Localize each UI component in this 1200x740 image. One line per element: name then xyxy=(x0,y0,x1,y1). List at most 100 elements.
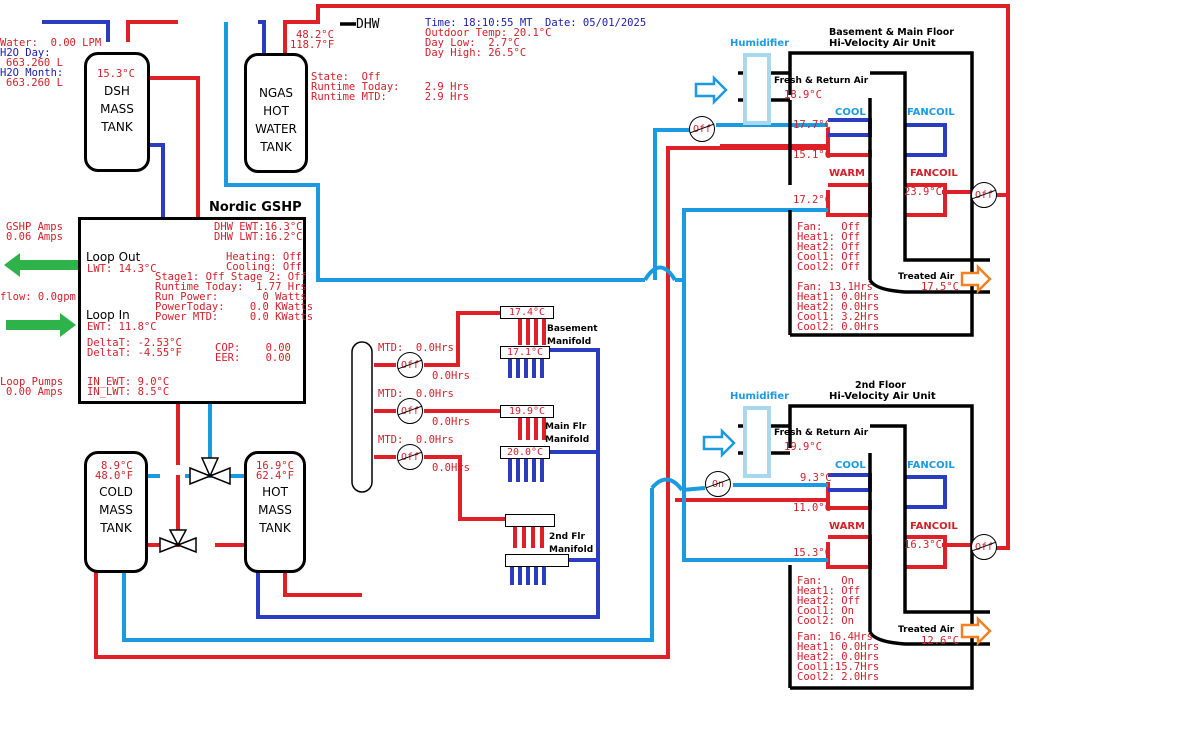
unit1-treated-label: Treated Air xyxy=(898,272,955,282)
main-floor-pump[interactable]: Off xyxy=(397,398,423,424)
unit2-heat1: Heat1: Off xyxy=(797,585,861,597)
second-pump-mtd: MTD: 0.0Hrs xyxy=(378,434,454,446)
gshp-in-lwt: IN_LWT: 8.5°C xyxy=(87,386,170,398)
unit2-cool2-hrs: Cool2: 2.0Hrs xyxy=(797,671,880,683)
basement-pump[interactable]: Off xyxy=(397,352,423,378)
gshp-title: Nordic GSHP xyxy=(209,200,302,215)
header-time: Time: 18:10:55 MT xyxy=(425,17,533,29)
unit2-fresh-air: Fresh & Return Air xyxy=(774,428,869,438)
ngas-runtime-mtd: Runtime MTD: 2.9 Hrs xyxy=(311,91,470,103)
unit1-fancoil-pump[interactable]: Off xyxy=(971,182,997,208)
unit1-warm-temp: 17.2°C xyxy=(793,194,831,206)
unit1-cool1-hrs: Cool1: 3.2Hrs xyxy=(797,311,880,323)
gshp-amps-label: GSHP Amps xyxy=(6,221,63,233)
cold-tank-label: COLD MASS TANK xyxy=(99,485,133,535)
unit1-warm-label: WARM xyxy=(829,168,865,179)
gshp-delta-c: DeltaT: -2.53°C xyxy=(87,337,182,349)
unit2-cool-label: COOL xyxy=(835,460,866,471)
loop-in-label: Loop In xyxy=(86,308,130,322)
unit1-cool2-hrs: Cool2: 0.0Hrs xyxy=(797,321,880,333)
basement-pump-hrs: 0.0Hrs xyxy=(432,370,470,382)
outdoor-temp: Outdoor Temp: 20.1°C xyxy=(425,27,552,39)
gshp-cop: COP: 0.00 xyxy=(215,342,291,354)
unit2-fancoil-temp: 16.3°C xyxy=(904,539,942,551)
ngas-temp-c: 48.2°C xyxy=(296,29,334,41)
unit1-cool-pump[interactable]: Off xyxy=(689,116,715,142)
second-manifold-label: 2nd Flr Manifold xyxy=(549,532,594,555)
unit2-cool1: Cool1: On xyxy=(797,605,854,617)
cold-mass-tank xyxy=(84,451,148,573)
unit2-cool1-hrs: Cool1:15.7Hrs xyxy=(797,661,880,673)
humidifier-shapes xyxy=(743,53,771,478)
unit1-heat1-hrs: Heat1: 0.0Hrs xyxy=(797,291,880,303)
unit1-humidifier: Humidifier xyxy=(730,38,790,49)
h2o-month-label: H2O Month: xyxy=(0,67,64,79)
unit2-warm-label: WARM xyxy=(829,521,865,532)
air-unit-frames xyxy=(340,22,990,690)
ngas-temp-f: 118.7°F xyxy=(290,39,335,51)
basement-pump-mtd: MTD: 0.0Hrs xyxy=(378,342,454,354)
gshp-power-today: PowerToday: 0.0 KWatts xyxy=(155,301,314,313)
unit1-fancoil-warm-label: FANCOIL xyxy=(910,168,958,179)
gshp-in-ewt: IN_EWT: 9.0°C xyxy=(87,376,170,388)
unit2-cool-temp1: 9.3°C xyxy=(800,472,832,484)
unit2-cool2: Cool2: On xyxy=(797,615,854,627)
unit1-cool-temp2: 15.1°C xyxy=(793,149,831,161)
unit2-fan: Fan: On xyxy=(797,575,854,587)
gshp-power-mtd: Power MTD: 0.0 KWatts xyxy=(155,311,314,323)
gshp-dhw-ewt: DHW EWT:16.3°C xyxy=(214,221,303,233)
loop-pumps-label: Loop Pumps xyxy=(0,376,64,388)
second-floor-pump[interactable]: Off xyxy=(397,444,423,470)
unit1-cool2: Cool2: Off xyxy=(797,261,861,273)
main-pump-hrs: 0.0Hrs xyxy=(432,416,470,428)
second-supply-bar xyxy=(505,514,555,527)
unit1-treated-temp: 17.5°C xyxy=(921,281,959,293)
unit2-humidifier: Humidifier xyxy=(730,391,790,402)
unit1-cool-temp1: 17.7°C xyxy=(793,119,831,131)
ngas-state: State: Off xyxy=(311,71,381,83)
air-arrows xyxy=(694,74,992,647)
gshp-amps-value: 0.06 Amps xyxy=(6,231,63,243)
dsh-tank-label: DSH MASS TANK xyxy=(100,84,134,134)
loop-in-ewt: EWT: 11.8°C xyxy=(87,321,157,333)
gshp-stage: Stage1: Off Stage 2: Off xyxy=(155,271,307,283)
water-flow: Water: 0.00 LPM xyxy=(0,37,102,49)
unit1-title: Basement & Main Floor xyxy=(829,27,954,38)
main-return-temp: 20.0°C xyxy=(500,446,550,459)
hot-tank-temp-f: 62.4°F xyxy=(256,470,294,482)
gshp-panel xyxy=(78,217,306,404)
distribution-header xyxy=(351,341,373,493)
unit1-heat2-hrs: Heat2: 0.0Hrs xyxy=(797,301,880,313)
ngas-hot-water-tank xyxy=(244,53,308,173)
basement-manifold-label: Basement Manifold xyxy=(547,324,598,347)
unit2-treated-temp: 12.6°C xyxy=(921,635,959,647)
unit2-cool-pump[interactable]: On xyxy=(705,471,731,497)
loop-out-label: Loop Out xyxy=(86,250,141,264)
gshp-dhw-lwt: DHW LWT:16.2°C xyxy=(214,231,303,243)
unit1-subtitle: Hi-Velocity Air Unit xyxy=(829,38,936,49)
unit2-heat2-hrs: Heat2: 0.0Hrs xyxy=(797,651,880,663)
hot-mass-tank xyxy=(244,451,306,573)
loop-flow: flow: 0.0gpm xyxy=(0,291,76,303)
unit2-fancoil-pump[interactable]: Off xyxy=(971,534,997,560)
dsh-mass-tank xyxy=(84,52,150,172)
h2o-month-value: 663.260 L xyxy=(6,77,63,89)
unit2-treated-label: Treated Air xyxy=(898,625,955,635)
hot-tank-label: HOT MASS TANK xyxy=(258,485,292,535)
unit1-heat1: Heat1: Off xyxy=(797,231,861,243)
main-manifold-label: Main Flr Manifold xyxy=(545,422,590,445)
cold-tank-temp-f: 48.0°F xyxy=(95,470,133,482)
gshp-heating: Heating: Off xyxy=(226,251,302,263)
gshp-cooling: Cooling: Off xyxy=(226,261,302,273)
day-high: Day High: 26.5°C xyxy=(425,47,527,59)
ngas-tank-label: NGAS HOT WATER TANK xyxy=(255,86,297,154)
unit2-subtitle: Hi-Velocity Air Unit xyxy=(829,391,936,402)
loop-out-lwt: LWT: 14.3°C xyxy=(87,263,157,275)
unit1-fan: Fan: Off xyxy=(797,221,861,233)
cold-tank-temp-c: 8.9°C xyxy=(101,460,133,472)
ngas-runtime-today: Runtime Today: 2.9 Hrs xyxy=(311,81,470,93)
main-supply-temp: 19.9°C xyxy=(500,405,554,418)
dhw-label: DHW xyxy=(356,17,380,32)
unit2-fancoil-cool-label: FANCOIL xyxy=(907,460,955,471)
